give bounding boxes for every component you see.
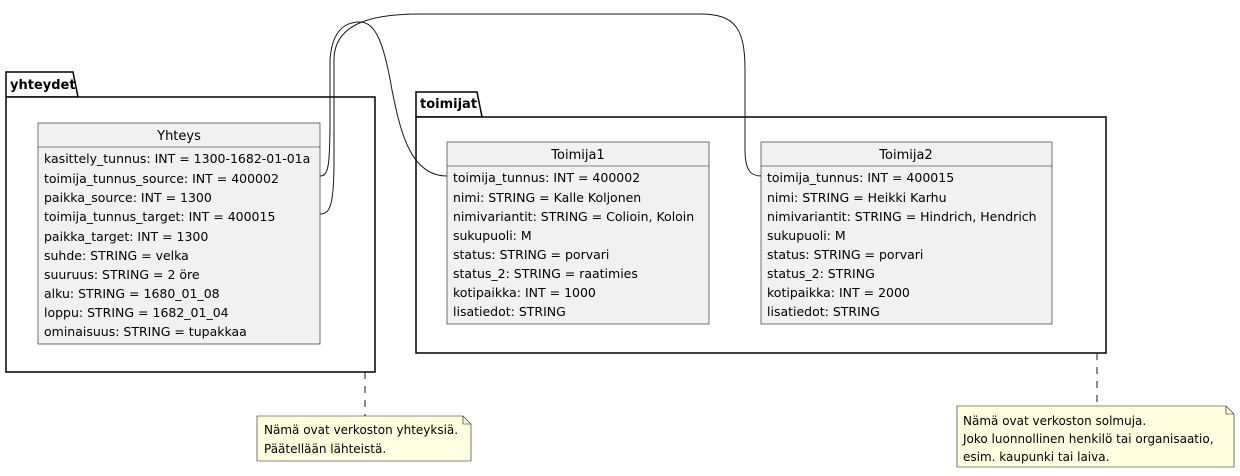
class-field: lisatiedot: STRING [453, 304, 566, 319]
class-box [446, 141, 710, 325]
link-source-to-toimija1 [319, 21, 448, 177]
class-field: status: STRING = porvari [767, 247, 923, 262]
class-field: toimija_tunnus: INT = 400015 [767, 170, 954, 185]
class-box [37, 122, 321, 345]
note-line: Joko luonnollinen henkilö tai organisaat… [962, 432, 1214, 446]
class-field: sukupuoli: M [453, 228, 532, 243]
class-title: Toimija2 [878, 148, 932, 163]
note-line: esim. kaupunki tai laiva. [963, 450, 1109, 464]
note-corner [462, 416, 471, 425]
class-field: paikka_source: INT = 1300 [44, 190, 212, 205]
note-box [956, 405, 1235, 468]
class-title: Yhteys [156, 129, 201, 144]
class-toimija1: Toimija1 toimija_tunnus: INT = 400002 ni… [446, 141, 710, 325]
class-field: nimivariantit: STRING = Colioin, Koloin [453, 209, 694, 224]
note-box [256, 415, 472, 462]
class-field: status: STRING = porvari [453, 247, 609, 262]
link-target-to-toimija2 [319, 13, 762, 215]
class-field: status_2: STRING [767, 266, 875, 281]
class-title: Toimija1 [550, 148, 604, 163]
class-field: alku: STRING = 1680_01_08 [44, 286, 220, 301]
class-field: loppu: STRING = 1682_01_04 [44, 305, 229, 320]
class-field: nimi: STRING = Kalle Koljonen [453, 190, 641, 205]
class-field: kotipaikka: INT = 2000 [767, 285, 910, 300]
class-field: toimija_tunnus: INT = 400002 [453, 170, 640, 185]
class-field: suhde: STRING = velka [44, 248, 189, 263]
note-line: Nämä ovat verkoston solmuja. [963, 414, 1146, 428]
class-toimija2: Toimija2 toimija_tunnus: INT = 400015 ni… [760, 141, 1053, 325]
class-field: toimija_tunnus_source: INT = 400002 [44, 171, 279, 186]
class-field: suuruus: STRING = 2 öre [44, 267, 200, 282]
note-line: Päätellään lähteistä. [264, 442, 386, 456]
class-field: nimi: STRING = Heikki Karhu [767, 190, 947, 205]
note-line: Nämä ovat verkoston yhteyksiä. [264, 423, 458, 437]
package-label: yhteydet [10, 78, 76, 93]
class-field: kasittely_tunnus: INT = 1300-1682-01-01a [44, 151, 310, 166]
class-field: nimivariantit: STRING = Hindrich, Hendri… [767, 209, 1037, 224]
class-field: toimija_tunnus_target: INT = 400015 [44, 209, 275, 224]
class-field: paikka_target: INT = 1300 [44, 229, 208, 244]
class-field: lisatiedot: STRING [767, 304, 880, 319]
class-field: sukupuoli: M [767, 228, 846, 243]
note-corner [1225, 406, 1234, 415]
class-field: status_2: STRING = raatimies [453, 266, 638, 281]
class-yhteys: Yhteys kasittely_tunnus: INT = 1300-1682… [37, 122, 321, 345]
class-field: kotipaikka: INT = 1000 [453, 285, 596, 300]
class-field: ominaisuus: STRING = tupakkaa [44, 324, 247, 339]
class-box [760, 141, 1053, 325]
note-toimijat: Nämä ovat verkoston solmuja. Joko luonno… [956, 405, 1235, 468]
note-yhteydet: Nämä ovat verkoston yhteyksiä. Päätellää… [256, 415, 472, 462]
package-label: toimijat [420, 97, 477, 112]
